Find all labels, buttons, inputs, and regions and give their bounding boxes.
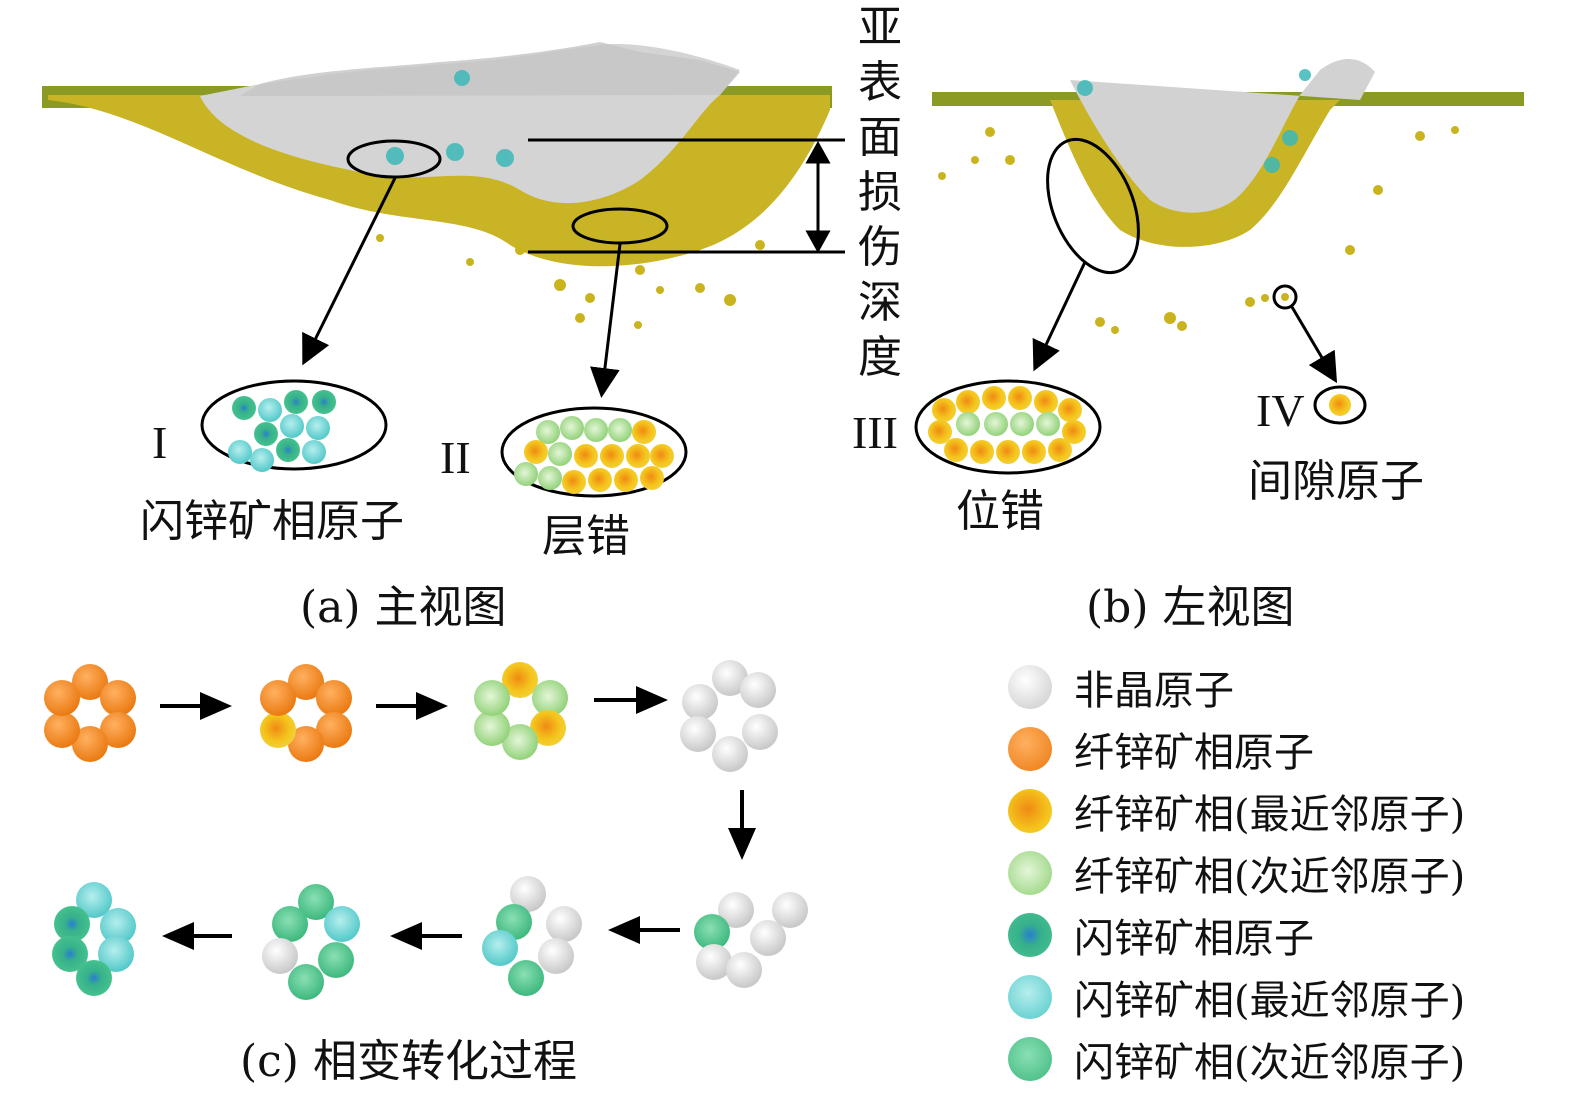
inset-IV-label: 间隙原子	[1248, 456, 1424, 507]
ring-step-2	[260, 664, 352, 762]
legend-item: 闪锌矿相(次近邻原子)	[1008, 1028, 1465, 1090]
inset-II-numeral: II	[440, 432, 471, 483]
legend-label: 闪锌矿相原子	[1074, 916, 1314, 962]
specimen-side-view	[932, 58, 1524, 334]
callout-region-I	[346, 139, 442, 179]
legend-item: 纤锌矿相(次近邻原子)	[1008, 842, 1465, 904]
caption-a: (a) 主视图	[300, 582, 507, 633]
legend-label: 闪锌矿相(次近邻原子)	[1074, 1040, 1466, 1086]
ring-step-6	[482, 876, 582, 996]
arrow-to-inset-IV	[1290, 306, 1338, 384]
ring-step-1	[44, 664, 136, 762]
depth-indicator	[528, 138, 845, 254]
arrow-to-inset-II	[590, 243, 622, 398]
inset-III-label: 位错	[956, 486, 1044, 537]
inset-II-label: 层错	[542, 511, 630, 562]
ring-step-7	[262, 884, 360, 1000]
callout-region-II	[571, 207, 669, 245]
phase-transition-sequence	[44, 660, 808, 1000]
legend-swatch-zincblende-second	[1008, 1037, 1052, 1081]
specimen-front-view	[42, 42, 832, 329]
inset-I-numeral: I	[152, 417, 168, 468]
legend-label: 闪锌矿相(最近邻原子)	[1074, 978, 1466, 1024]
legend-swatch-wurtzite	[1008, 727, 1052, 771]
inset-II-stacking-fault	[500, 406, 688, 498]
inset-IV-interstitial-atom	[1313, 385, 1367, 425]
legend-label: 非晶原子	[1074, 668, 1234, 714]
legend-item: 纤锌矿相原子	[1008, 718, 1314, 780]
legend-label: 纤锌矿相(次近邻原子)	[1074, 854, 1466, 900]
legend-item: 闪锌矿相原子	[1008, 904, 1314, 966]
legend-swatch-amorphous	[1008, 665, 1052, 709]
ring-step-5	[694, 892, 808, 988]
arrow-to-inset-I	[302, 177, 397, 366]
depth-label: 亚表面损伤深度	[858, 2, 902, 383]
caption-c: (c) 相变转化过程	[240, 1036, 577, 1087]
inset-IV-numeral: IV	[1256, 385, 1305, 436]
legend-swatch-wurtzite-second	[1008, 851, 1052, 895]
ring-step-8	[52, 882, 136, 996]
ring-step-4	[680, 660, 778, 772]
inset-III-dislocation	[914, 379, 1102, 475]
legend-label: 纤锌矿相(最近邻原子)	[1074, 792, 1466, 838]
callout-region-IV	[1272, 284, 1298, 310]
legend-item: 纤锌矿相(最近邻原子)	[1008, 780, 1465, 842]
legend-swatch-wurtzite-nearest	[1008, 789, 1052, 833]
legend-item: 闪锌矿相(最近邻原子)	[1008, 966, 1465, 1028]
legend-item: 非晶原子	[1008, 656, 1234, 718]
ring-step-3	[474, 662, 568, 760]
inset-I-label: 闪锌矿相原子	[140, 496, 404, 547]
callout-region-III	[1046, 137, 1140, 275]
inset-I-zincblende-atoms	[200, 379, 388, 472]
inset-III-numeral: III	[852, 407, 898, 458]
arrow-to-inset-III	[1032, 261, 1087, 372]
legend-label: 纤锌矿相原子	[1074, 730, 1314, 776]
legend-swatch-zincblende-nearest	[1008, 975, 1052, 1019]
caption-b: (b) 左视图	[1086, 582, 1295, 633]
legend-swatch-zincblende	[1008, 913, 1052, 957]
